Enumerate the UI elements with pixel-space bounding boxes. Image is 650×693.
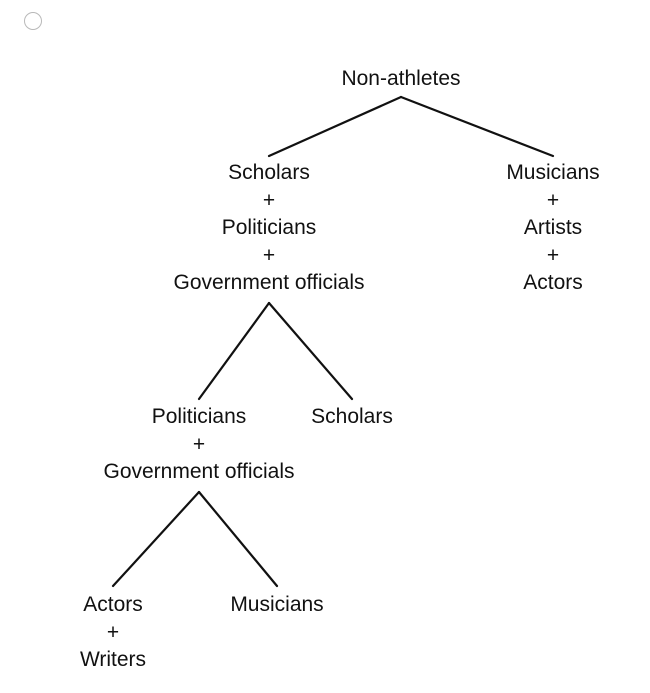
plus-sign: + (262, 243, 276, 267)
plus-sign: + (546, 188, 560, 212)
node-label-scholars: Scholars (228, 161, 310, 184)
node-non-athletes: Non-athletes (341, 65, 460, 93)
node-label: Musicians (230, 593, 324, 616)
node-label: Scholars (311, 405, 393, 428)
node-label-musicians: Musicians (506, 161, 600, 184)
node-label-politicians: Politicians (221, 216, 317, 239)
node-label-actors: Actors (523, 271, 583, 294)
node-scholars-politicians-officials: Scholars + Politicians + Government offi… (173, 159, 364, 297)
node-scholars: Scholars (311, 403, 393, 431)
edge-l2-right (197, 490, 279, 588)
edge-root-right (399, 95, 555, 158)
node-politicians-officials: Politicians + Government officials (103, 403, 294, 486)
node-label-politicians: Politicians (151, 405, 247, 428)
edge-l1-right (267, 301, 354, 401)
edge-l2-left (111, 490, 201, 588)
node-label-government-officials: Government officials (173, 271, 365, 294)
node-musicians-artists-actors: Musicians + Artists + Actors (506, 159, 599, 297)
node-musicians: Musicians (230, 591, 323, 619)
answer-radio-button[interactable] (24, 12, 42, 30)
plus-sign: + (546, 243, 560, 267)
node-actors-writers: Actors + Writers (80, 591, 146, 674)
node-label-government-officials: Government officials (103, 460, 295, 483)
node-label-writers: Writers (79, 648, 147, 671)
plus-sign: + (262, 188, 276, 212)
node-label: Non-athletes (341, 67, 461, 90)
edge-l1-left (197, 301, 271, 401)
plus-sign: + (106, 620, 120, 644)
node-label-actors: Actors (83, 593, 143, 616)
node-label-artists: Artists (523, 216, 583, 239)
edge-root-left (267, 95, 403, 158)
plus-sign: + (192, 432, 206, 456)
